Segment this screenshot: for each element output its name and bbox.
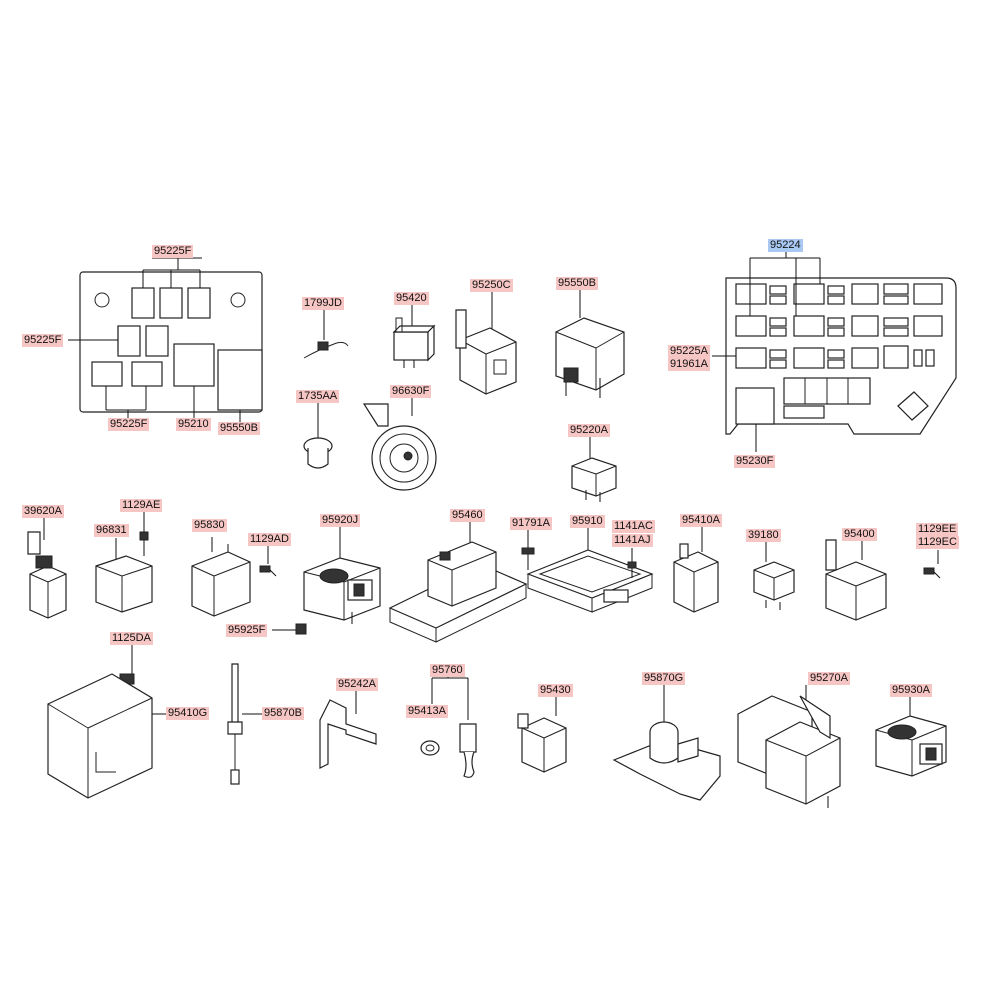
part-label-1735aa[interactable]: 1735AA xyxy=(296,390,340,403)
part-label-91791a[interactable]: 91791A xyxy=(510,517,552,530)
module-95460 xyxy=(388,522,528,643)
part-label-95413a[interactable]: 95413A xyxy=(406,705,448,718)
part-label-1129ee[interactable]: 1129EE xyxy=(916,523,959,536)
bracket-95242a xyxy=(319,691,377,769)
screw-1129ad xyxy=(259,546,277,577)
part-label-95270a[interactable]: 95270A xyxy=(808,672,850,685)
part-label-95410g[interactable]: 95410G xyxy=(166,707,210,720)
relay-95420 xyxy=(392,305,436,368)
part-label-1141ac[interactable]: 1141AC xyxy=(612,520,655,533)
part-label-39180[interactable]: 39180 xyxy=(746,529,781,542)
part-label-95225f-bottom[interactable]: 95225F xyxy=(108,418,150,431)
junction-box-left xyxy=(68,257,263,422)
part-label-95210[interactable]: 95210 xyxy=(176,418,211,431)
part-label-1141aj[interactable]: 1141AJ xyxy=(612,534,653,547)
part-39620a xyxy=(27,518,67,619)
part-label-96831[interactable]: 96831 xyxy=(94,524,129,537)
part-label-95242a[interactable]: 95242A xyxy=(336,678,378,691)
part-label-95410a[interactable]: 95410A xyxy=(680,514,722,527)
part-label-95870b[interactable]: 95870B xyxy=(262,707,304,720)
screw-1141ac xyxy=(627,548,637,578)
fuse-box-right xyxy=(712,252,957,452)
part-label-95925f[interactable]: 95925F xyxy=(226,624,268,637)
horn-96630f xyxy=(362,398,437,491)
part-label-95870g[interactable]: 95870G xyxy=(642,672,686,685)
key-95760 xyxy=(420,672,477,778)
part-39180 xyxy=(753,542,795,610)
part-label-95250c[interactable]: 95250C xyxy=(470,279,513,292)
part-label-95225f-top[interactable]: 95225F xyxy=(152,245,194,258)
part-label-95920j[interactable]: 95920J xyxy=(320,514,361,527)
part-label-95430[interactable]: 95430 xyxy=(538,684,573,697)
part-label-1129ad[interactable]: 1129AD xyxy=(248,533,291,546)
module-95430 xyxy=(517,697,567,773)
screw-95925f xyxy=(272,623,307,635)
part-label-95224[interactable]: 95224 xyxy=(768,239,803,252)
screw-91791a xyxy=(521,530,535,570)
module-95400 xyxy=(825,539,887,621)
grommet-1735aa xyxy=(303,403,333,469)
part-label-1125da[interactable]: 1125DA xyxy=(110,632,153,645)
module-95250c xyxy=(455,292,517,395)
part-label-95225a[interactable]: 95225A xyxy=(668,345,710,358)
module-95410g xyxy=(47,645,166,799)
part-label-39620a[interactable]: 39620A xyxy=(22,505,64,518)
relay-box-95550b xyxy=(555,290,625,398)
part-label-96630f[interactable]: 96630F xyxy=(390,385,432,398)
sensor-95920j xyxy=(303,527,381,624)
part-label-95220a[interactable]: 95220A xyxy=(568,424,610,437)
relay-block-95270a xyxy=(737,685,841,808)
module-95910 xyxy=(526,528,654,613)
part-label-1129ec[interactable]: 1129EC xyxy=(916,536,959,549)
part-label-95550b-b[interactable]: 95550B xyxy=(556,277,598,290)
sensor-95930a xyxy=(875,697,947,777)
antenna-95870b xyxy=(227,663,262,785)
part-label-1799jd[interactable]: 1799JD xyxy=(302,297,344,310)
part-label-95230f[interactable]: 95230F xyxy=(734,455,776,468)
part-label-95400[interactable]: 95400 xyxy=(842,528,877,541)
part-label-95460[interactable]: 95460 xyxy=(450,509,485,522)
part-label-95760[interactable]: 95760 xyxy=(430,664,465,677)
part-96831 xyxy=(95,512,153,613)
part-label-95225f-left[interactable]: 95225F xyxy=(22,334,64,347)
clip-1799jd xyxy=(303,310,349,359)
part-label-95830[interactable]: 95830 xyxy=(192,519,227,532)
module-95410a xyxy=(673,527,719,613)
part-label-95420[interactable]: 95420 xyxy=(394,292,429,305)
immobilizer-95870g xyxy=(612,685,721,801)
part-label-95930a[interactable]: 95930A xyxy=(890,684,932,697)
part-label-91961a[interactable]: 91961A xyxy=(668,358,710,371)
relay-95220a xyxy=(571,437,617,502)
part-95830 xyxy=(191,537,251,617)
part-label-95910[interactable]: 95910 xyxy=(570,515,605,528)
screw-1129ee xyxy=(923,550,941,579)
part-label-1129ae[interactable]: 1129AE xyxy=(120,499,163,512)
part-label-95550b-a[interactable]: 95550B xyxy=(218,422,260,435)
